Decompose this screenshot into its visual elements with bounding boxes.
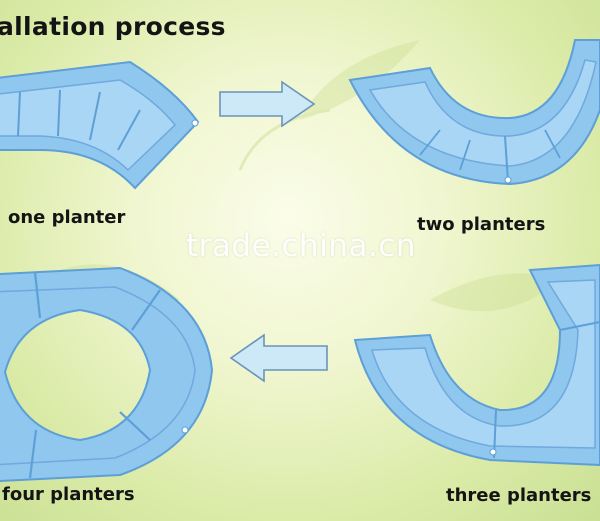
left-arrow-icon bbox=[229, 333, 328, 383]
caption-one-planter: one planter bbox=[8, 207, 126, 228]
caption-four-planters: four planters bbox=[2, 484, 135, 505]
watermark-text: trade.china.cn bbox=[186, 228, 416, 264]
caption-three-planters: three planters bbox=[446, 485, 592, 506]
page-title: allation process bbox=[0, 12, 226, 41]
right-arrow-icon bbox=[219, 80, 316, 128]
caption-two-planters: two planters bbox=[417, 214, 546, 235]
